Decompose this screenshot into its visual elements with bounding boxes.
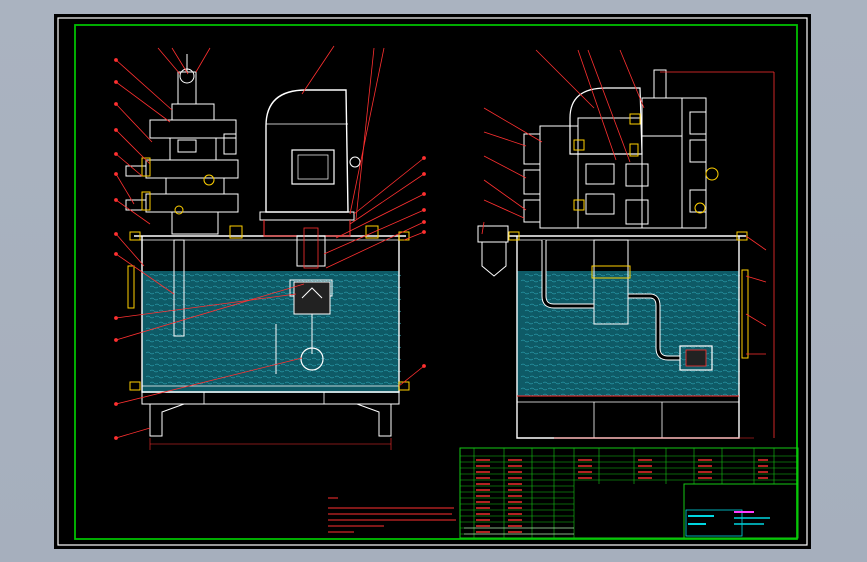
outer-frame	[57, 17, 808, 546]
title-block	[685, 509, 770, 537]
left-oil	[142, 271, 399, 393]
left-motor	[229, 89, 379, 239]
right-leaders	[481, 49, 775, 438]
right-valve-block	[523, 69, 719, 229]
right-oil-hatch	[520, 273, 741, 397]
left-view	[114, 45, 426, 450]
inner-frame	[74, 24, 798, 540]
level-gauge	[127, 265, 135, 309]
left-base	[141, 391, 400, 405]
right-view	[477, 49, 775, 439]
left-oil-hatch	[145, 273, 402, 385]
drawing-sheet	[54, 14, 811, 549]
left-balloons	[114, 58, 426, 440]
left-leaders	[115, 45, 425, 439]
air-filter	[477, 225, 509, 243]
suction-filter	[679, 345, 713, 371]
left-valve-stack	[125, 54, 239, 235]
drawing-canvas	[57, 17, 808, 546]
bom-table	[459, 447, 799, 539]
right-pump-shaft	[593, 239, 629, 325]
technical-notes	[328, 497, 456, 533]
right-motor	[569, 87, 643, 155]
left-pump	[289, 227, 333, 371]
